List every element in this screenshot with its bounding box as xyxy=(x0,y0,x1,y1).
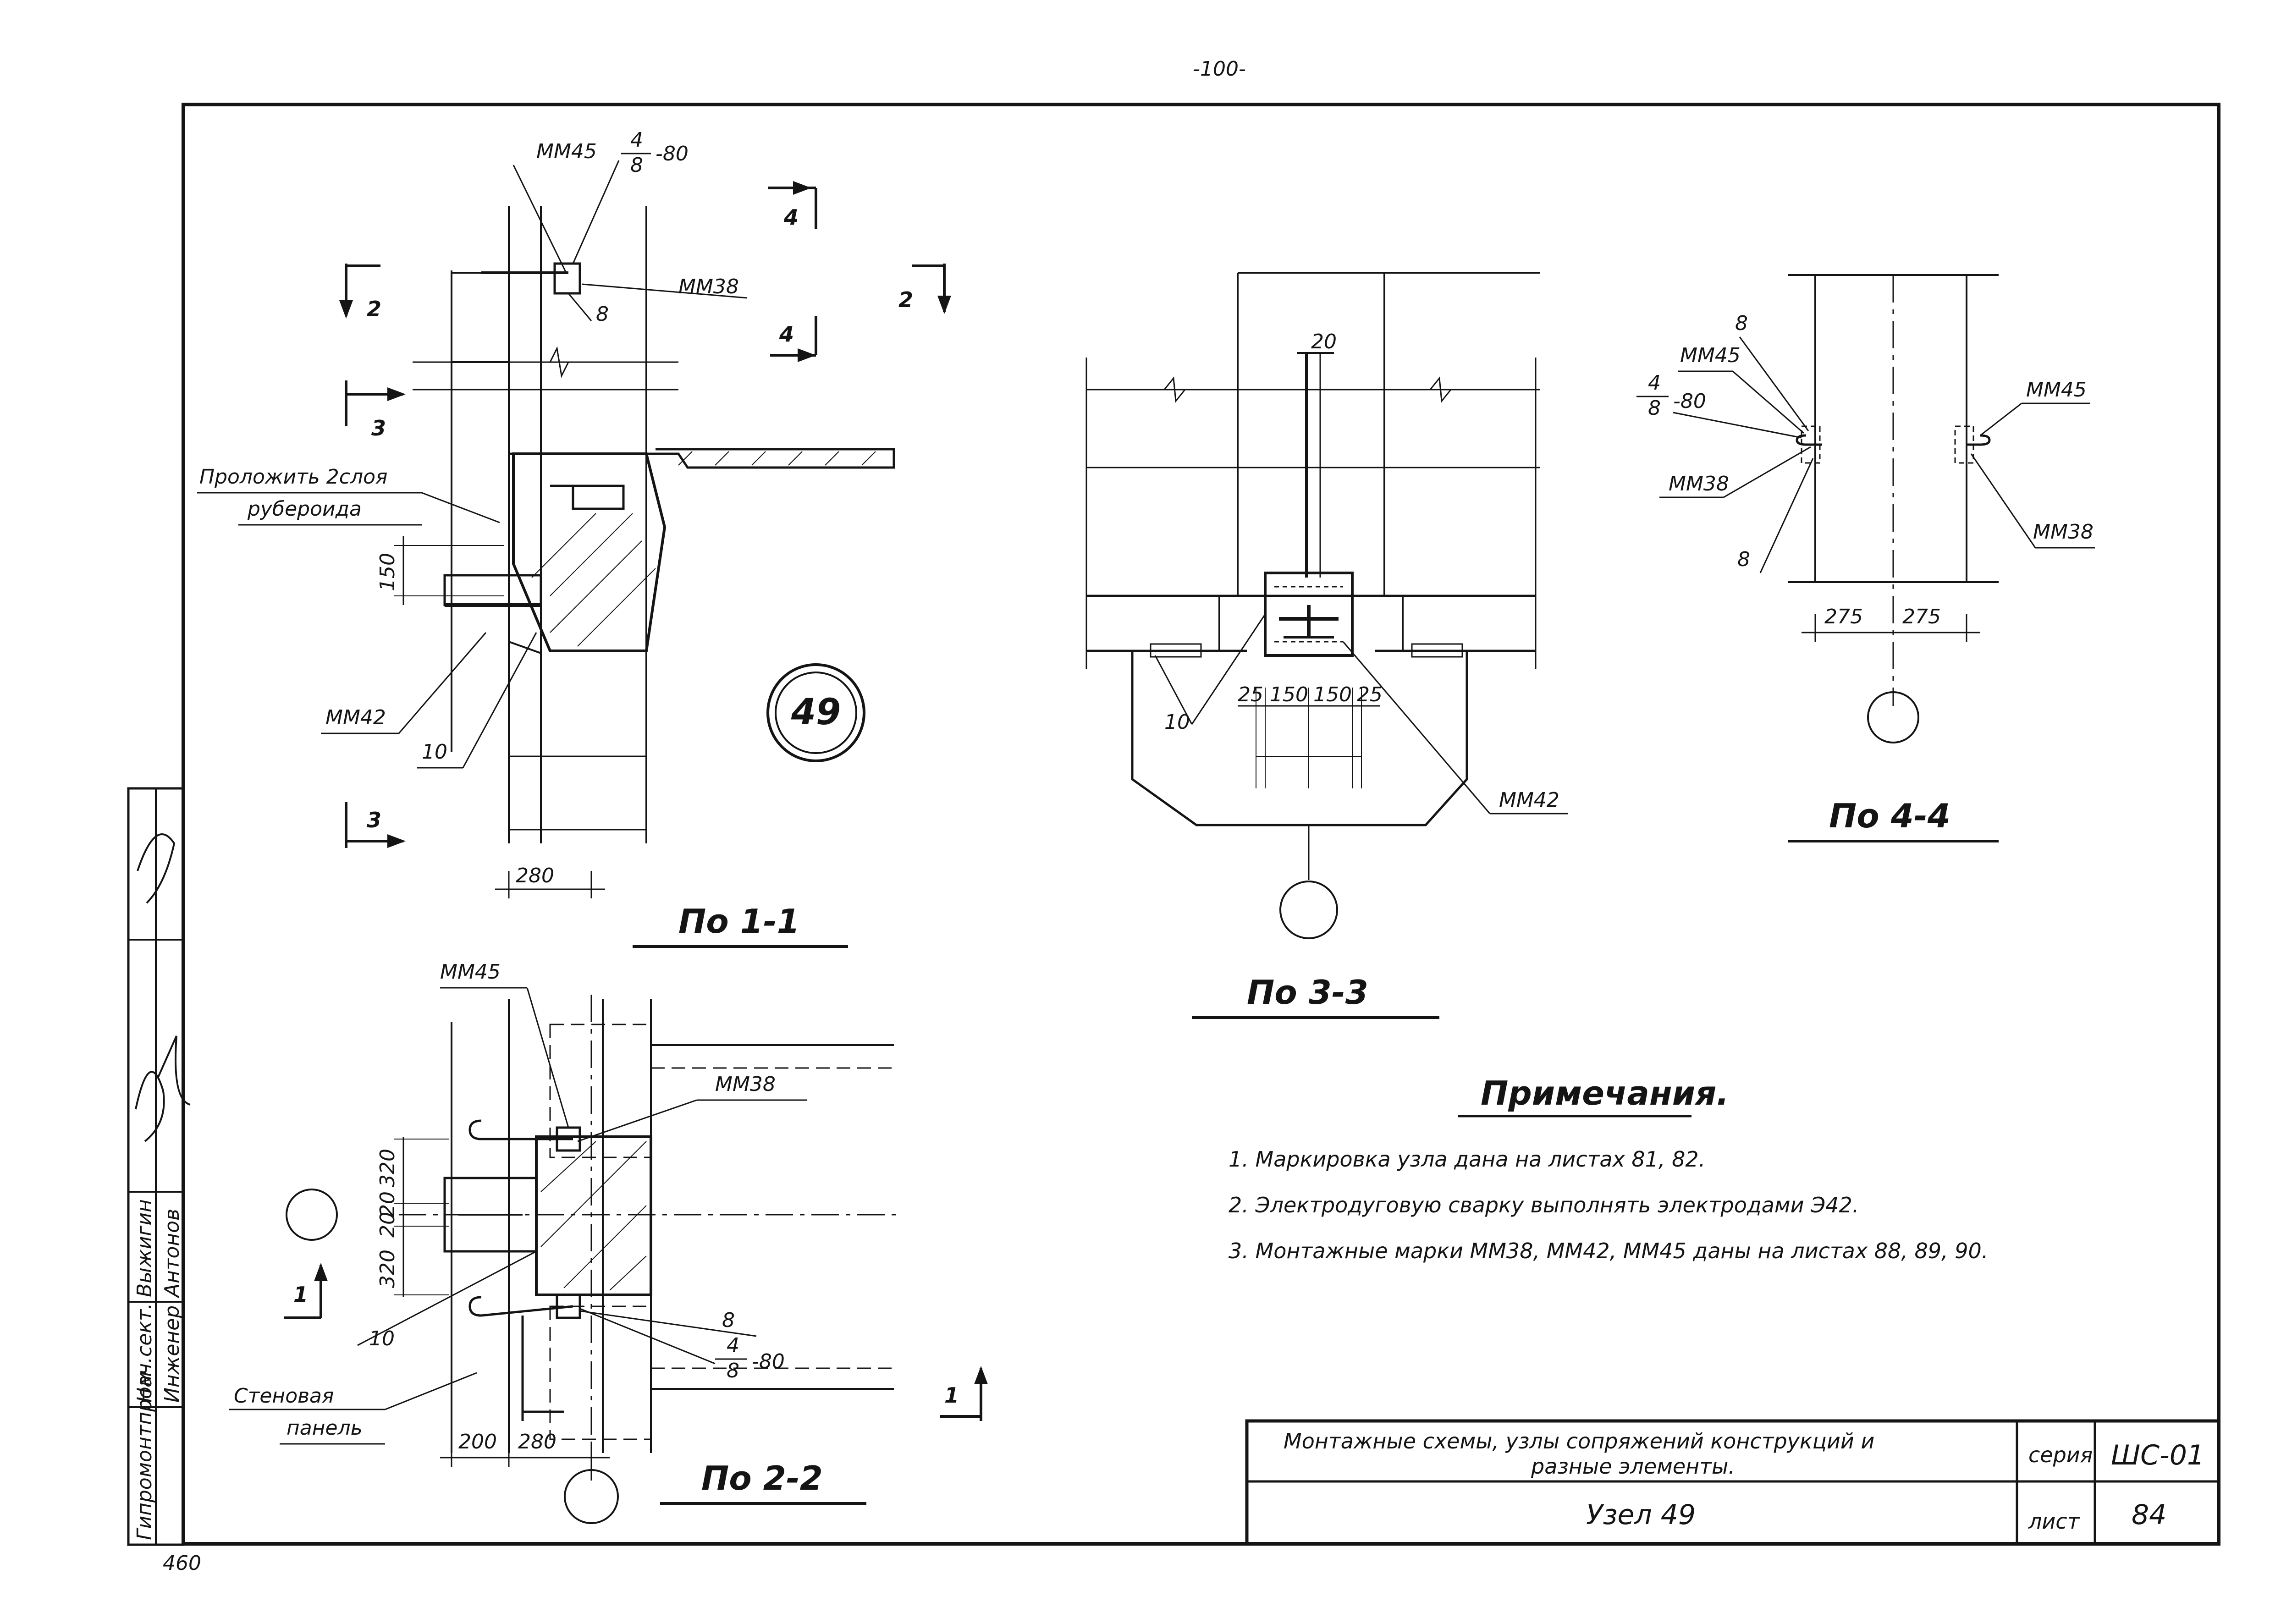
dim-280: 280 xyxy=(516,864,554,887)
dim-10: 10 xyxy=(422,740,447,764)
note-panel: панель xyxy=(286,1416,363,1440)
svg-text:4: 4 xyxy=(783,205,799,230)
section-marker-1-right: 1 xyxy=(940,1366,988,1421)
title-description-line1: Монтажные схемы, узлы сопряжений констру… xyxy=(1284,1429,1874,1453)
note-lay-two-layers: Проложить 2слоя xyxy=(199,465,387,489)
note-item-3: 3. Монтажные марки ММ38, ММ42, ММ45 даны… xyxy=(1229,1239,1988,1263)
section-marker-3-bottom: 3 xyxy=(345,802,406,848)
mark-mm45-right: ММ45 xyxy=(2026,378,2087,402)
view-caption-4-4: По 4-4 xyxy=(1829,797,1950,835)
svg-text:1: 1 xyxy=(293,1282,308,1307)
dim-8: 8 xyxy=(596,303,609,326)
title-sheet-label: лист xyxy=(2028,1509,2080,1534)
title-node: Узел 49 xyxy=(1586,1499,1696,1531)
view-caption-1-1: По 1-1 xyxy=(678,902,800,941)
section-marker-4-top: 4 xyxy=(768,181,817,230)
svg-text:4: 4 xyxy=(727,1334,739,1357)
title-sheet-value: 84 xyxy=(2132,1499,2166,1531)
mark-mm45-left: ММ45 xyxy=(1680,344,1741,367)
weld-label: 4 8 -80 xyxy=(572,128,689,264)
dim-20: 20 xyxy=(1311,330,1337,353)
title-series-label: серия xyxy=(2028,1442,2093,1467)
title-block: Монтажные схемы, узлы сопряжений констру… xyxy=(1245,1419,2220,1546)
page-number: -100- xyxy=(1193,57,1246,81)
dim-8-bottom: 8 xyxy=(1737,548,1750,571)
dim-275-left: 275 xyxy=(1824,605,1863,628)
mark-mm38-right: ММ38 xyxy=(2033,520,2094,544)
dim-20-bottom: 20 xyxy=(376,1212,399,1238)
section-marker-3-top: 3 xyxy=(345,380,406,440)
dim-320-bottom: 320 xyxy=(376,1250,399,1288)
view-section-1-1: 280 150 4 2 2 4 xyxy=(197,128,951,948)
dim-25-left: 25 xyxy=(1238,683,1263,706)
note-item-2: 2. Электродуговую сварку выполнять элект… xyxy=(1229,1193,1859,1217)
svg-text:3: 3 xyxy=(367,808,381,832)
stamp-name-2: Антонов xyxy=(160,1209,184,1299)
mark-mm42: ММ42 xyxy=(325,706,386,729)
view-section-3-3: 20 25 150 150 25 10 ММ42 По 3-3 xyxy=(1085,272,1568,1019)
svg-text:4: 4 xyxy=(630,128,643,152)
node-number: 49 xyxy=(791,692,841,733)
svg-text:2: 2 xyxy=(367,297,381,321)
view-section-4-4: 275 275 8 ММ45 4 8 -80 ММ38 8 ММ45 ММ38 … xyxy=(1636,274,2095,842)
notes-title: Примечания. xyxy=(1481,1074,1729,1112)
svg-text:-80: -80 xyxy=(1673,390,1706,413)
section-marker-1-left: 1 xyxy=(284,1263,328,1319)
dim-20-top: 20 xyxy=(376,1191,399,1217)
dim-10: 10 xyxy=(1164,710,1190,734)
signature-mark xyxy=(135,1035,191,1142)
dim-8: 8 xyxy=(722,1309,735,1332)
svg-text:8: 8 xyxy=(727,1359,739,1382)
svg-text:3: 3 xyxy=(371,416,386,440)
dim-10: 10 xyxy=(369,1327,395,1350)
svg-text:4: 4 xyxy=(779,322,794,347)
stamp-role-2: Инженер xyxy=(160,1305,184,1403)
dim-275-right: 275 xyxy=(1902,605,1941,628)
stamp-role-1: Нач.сект. xyxy=(133,1303,156,1403)
mark-mm38-left: ММ38 xyxy=(1669,472,1729,495)
mark-mm45: ММ45 xyxy=(440,960,501,984)
view-section-2-2: 320 20 20 320 ММ45 ММ38 8 4 8 -80 10 Сте… xyxy=(229,960,988,1524)
stamp-org: Гипромонтпром xyxy=(133,1371,156,1540)
section-marker-2-right: 2 xyxy=(898,264,951,314)
note-item-1: 1. Маркировка узла дана на листах 81, 82… xyxy=(1229,1147,1705,1172)
dim-150-left: 150 xyxy=(1270,683,1308,706)
weld-label: 4 8 -80 xyxy=(1636,371,1802,439)
svg-text:4: 4 xyxy=(1648,371,1661,395)
weld-label: 4 8 -80 xyxy=(579,1308,785,1382)
title-description-line2: разные элементы. xyxy=(1531,1454,1735,1479)
notes-block: Примечания. 1. Маркировка узла дана на л… xyxy=(1229,1074,1988,1263)
section-marker-4-bottom: 4 xyxy=(770,316,817,362)
dim-150: 150 xyxy=(376,553,399,591)
bottom-number: 460 xyxy=(163,1552,201,1575)
dim-25-right: 25 xyxy=(1357,683,1383,706)
dim-8-top: 8 xyxy=(1735,312,1748,335)
dim-320-top: 320 xyxy=(376,1149,399,1187)
mark-mm38: ММ38 xyxy=(678,275,739,298)
svg-text:2: 2 xyxy=(898,287,913,312)
title-series-value: ШС-01 xyxy=(2111,1439,2204,1471)
view-caption-3-3: По 3-3 xyxy=(1247,973,1368,1012)
dim-280: 280 xyxy=(518,1430,556,1453)
svg-text:-80: -80 xyxy=(752,1350,785,1373)
mark-mm38: ММ38 xyxy=(715,1073,776,1096)
section-marker-2-left: 2 xyxy=(339,264,381,321)
signature-mark xyxy=(137,833,176,904)
view-caption-2-2: По 2-2 xyxy=(701,1459,823,1497)
svg-text:-80: -80 xyxy=(656,142,689,165)
mark-mm42: ММ42 xyxy=(1499,788,1559,812)
note-roofing-felt: рубероида xyxy=(247,497,362,521)
svg-text:8: 8 xyxy=(1648,396,1661,420)
side-stamp: Гипромонтпром Нач.сект. Инженер Выжигин … xyxy=(127,787,191,1546)
dim-200: 200 xyxy=(458,1430,497,1453)
note-wall-panel: Стеновая xyxy=(234,1384,334,1408)
mark-mm45: ММ45 xyxy=(536,140,597,163)
svg-text:1: 1 xyxy=(944,1383,959,1408)
stamp-name-1: Выжигин xyxy=(133,1199,156,1297)
svg-text:8: 8 xyxy=(630,154,643,177)
dim-150-right: 150 xyxy=(1313,683,1352,706)
